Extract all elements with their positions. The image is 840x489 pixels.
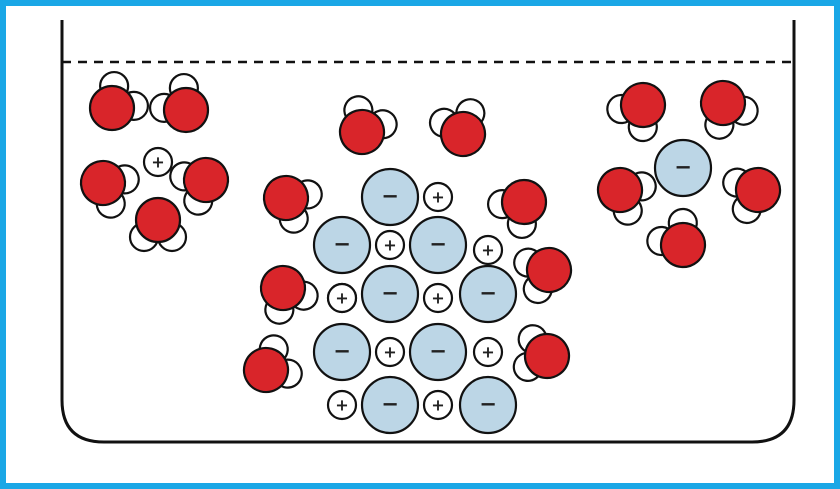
anion: −	[458, 375, 518, 435]
anion-circle	[653, 138, 713, 198]
cation-circle	[422, 282, 454, 314]
anion: −	[458, 264, 518, 324]
water-molecule	[513, 246, 573, 305]
beaker-outline	[60, 20, 796, 444]
oxygen-atom	[88, 84, 136, 132]
water-molecule	[128, 196, 188, 253]
water-molecule	[259, 264, 319, 325]
anion: −	[653, 138, 713, 198]
water-molecule	[79, 159, 140, 219]
anion-sign: −	[479, 392, 497, 416]
oxygen-atom	[134, 196, 182, 244]
anion: −	[408, 322, 468, 382]
cation-sign: +	[431, 288, 445, 307]
anion-circle	[458, 264, 518, 324]
water-molecule	[262, 174, 323, 234]
anion-sign: −	[381, 392, 399, 416]
water-molecule	[606, 81, 667, 143]
cation-circle	[326, 389, 358, 421]
oxygen-atom	[619, 81, 667, 129]
water-molecule	[88, 70, 150, 132]
cation: +	[374, 336, 406, 368]
cation-circle	[422, 389, 454, 421]
anion: −	[408, 215, 468, 275]
anion: −	[360, 264, 420, 324]
anion-sign: −	[381, 281, 399, 305]
oxygen-atom	[259, 264, 307, 312]
cation-sign: +	[481, 342, 495, 361]
cation-circle	[472, 234, 504, 266]
oxygen-atom	[79, 159, 127, 207]
cation-circle	[326, 282, 358, 314]
cation: +	[326, 389, 358, 421]
cation: +	[472, 234, 504, 266]
oxygen-atom	[659, 221, 707, 269]
water-molecule	[699, 79, 759, 140]
anion-sign: −	[381, 184, 399, 208]
anion-sign: −	[333, 339, 351, 363]
oxygen-atom	[262, 174, 310, 222]
oxygen-atom	[338, 108, 386, 156]
cation-sign: +	[335, 395, 349, 414]
anion-circle	[408, 322, 468, 382]
anion-circle	[312, 215, 372, 275]
cation-sign: +	[431, 187, 445, 206]
cation: +	[472, 336, 504, 368]
oxygen-atom	[242, 346, 290, 394]
anion-sign: −	[479, 281, 497, 305]
water-molecule	[148, 72, 210, 134]
cation-circle	[374, 336, 406, 368]
molecule-layer: +−−−−−−−−−−++++++++++	[79, 70, 782, 435]
cation-sign: +	[335, 288, 349, 307]
anion-sign: −	[429, 339, 447, 363]
oxygen-atom	[500, 178, 548, 226]
cation-circle	[374, 229, 406, 261]
cation-sign: +	[383, 342, 397, 361]
water-molecule	[646, 207, 707, 269]
anion-sign: −	[429, 232, 447, 256]
anion-circle	[408, 215, 468, 275]
oxygen-atom	[596, 166, 644, 214]
cation-circle	[472, 336, 504, 368]
anion-circle	[360, 167, 420, 227]
anion: −	[312, 215, 372, 275]
oxygen-atom	[182, 156, 230, 204]
cation-circle	[142, 146, 174, 178]
anion-sign: −	[333, 232, 351, 256]
anion-circle	[312, 322, 372, 382]
cation-sign: +	[383, 235, 397, 254]
cation: +	[326, 282, 358, 314]
water-molecule	[169, 156, 230, 216]
anion: −	[360, 375, 420, 435]
anion-circle	[458, 375, 518, 435]
water-molecule	[596, 166, 657, 226]
water-molecule	[242, 334, 303, 394]
oxygen-atom	[734, 166, 782, 214]
water-molecule	[512, 324, 571, 382]
anion: −	[360, 167, 420, 227]
oxygen-atom	[162, 86, 210, 134]
oxygen-atom	[699, 79, 747, 127]
water-molecule	[428, 98, 487, 158]
cation: +	[422, 389, 454, 421]
oxygen-atom	[525, 246, 573, 294]
anion-circle	[360, 375, 420, 435]
oxygen-atom	[523, 332, 571, 380]
water-molecule	[338, 95, 398, 156]
cation-sign: +	[151, 152, 165, 171]
cation-sign: +	[481, 240, 495, 259]
oxygen-atom	[439, 110, 487, 158]
cation-sign: +	[431, 395, 445, 414]
cation-circle	[422, 181, 454, 213]
anion: −	[312, 322, 372, 382]
cation: +	[422, 181, 454, 213]
cation: +	[374, 229, 406, 261]
anion-sign: −	[674, 155, 692, 179]
cation: +	[142, 146, 174, 178]
anion-circle	[360, 264, 420, 324]
cation: +	[422, 282, 454, 314]
water-molecule	[486, 178, 548, 240]
water-molecule	[722, 166, 782, 225]
